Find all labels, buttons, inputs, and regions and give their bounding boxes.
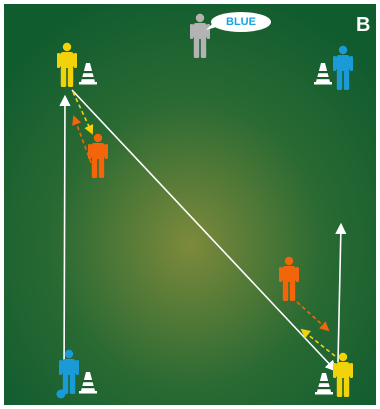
- pass-line-diagonal: [71, 89, 337, 372]
- pass-line-up-left: [59, 94, 71, 386]
- callout-bubble: [206, 12, 271, 32]
- pass-line-up-right: [335, 222, 347, 363]
- ball-icon: [56, 389, 66, 399]
- panel-label: B: [356, 14, 371, 36]
- callout-text: BLUE: [226, 16, 256, 28]
- run-yellow-top: [72, 91, 94, 135]
- run-yellow-bottom: [300, 328, 336, 357]
